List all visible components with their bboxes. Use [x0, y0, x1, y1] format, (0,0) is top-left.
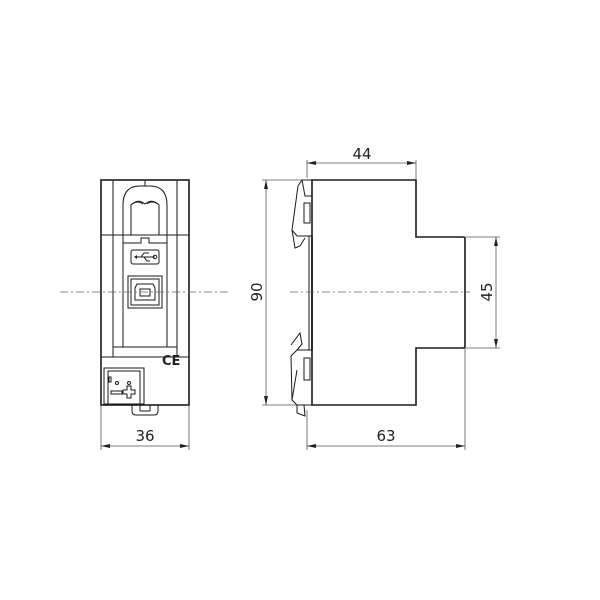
side-view: 44 63 45 90: [248, 145, 500, 450]
top-depth-dimension-label: 44: [352, 145, 371, 163]
width-dimension-label: 36: [135, 427, 154, 445]
usb-symbol-box: [130, 249, 160, 265]
side-body-outline: [311, 179, 466, 406]
front-view: CE 36: [60, 179, 230, 450]
plus-icon: [122, 385, 136, 399]
minus-icon: [110, 390, 123, 395]
ce-mark: CE: [162, 354, 180, 369]
total-depth-dimension-label: 63: [376, 427, 395, 445]
terminal-connector: [103, 367, 145, 405]
height-dimension-label: 90: [248, 282, 266, 301]
usb-icon: [134, 252, 158, 262]
front-height-dimension-label: 45: [478, 282, 496, 301]
